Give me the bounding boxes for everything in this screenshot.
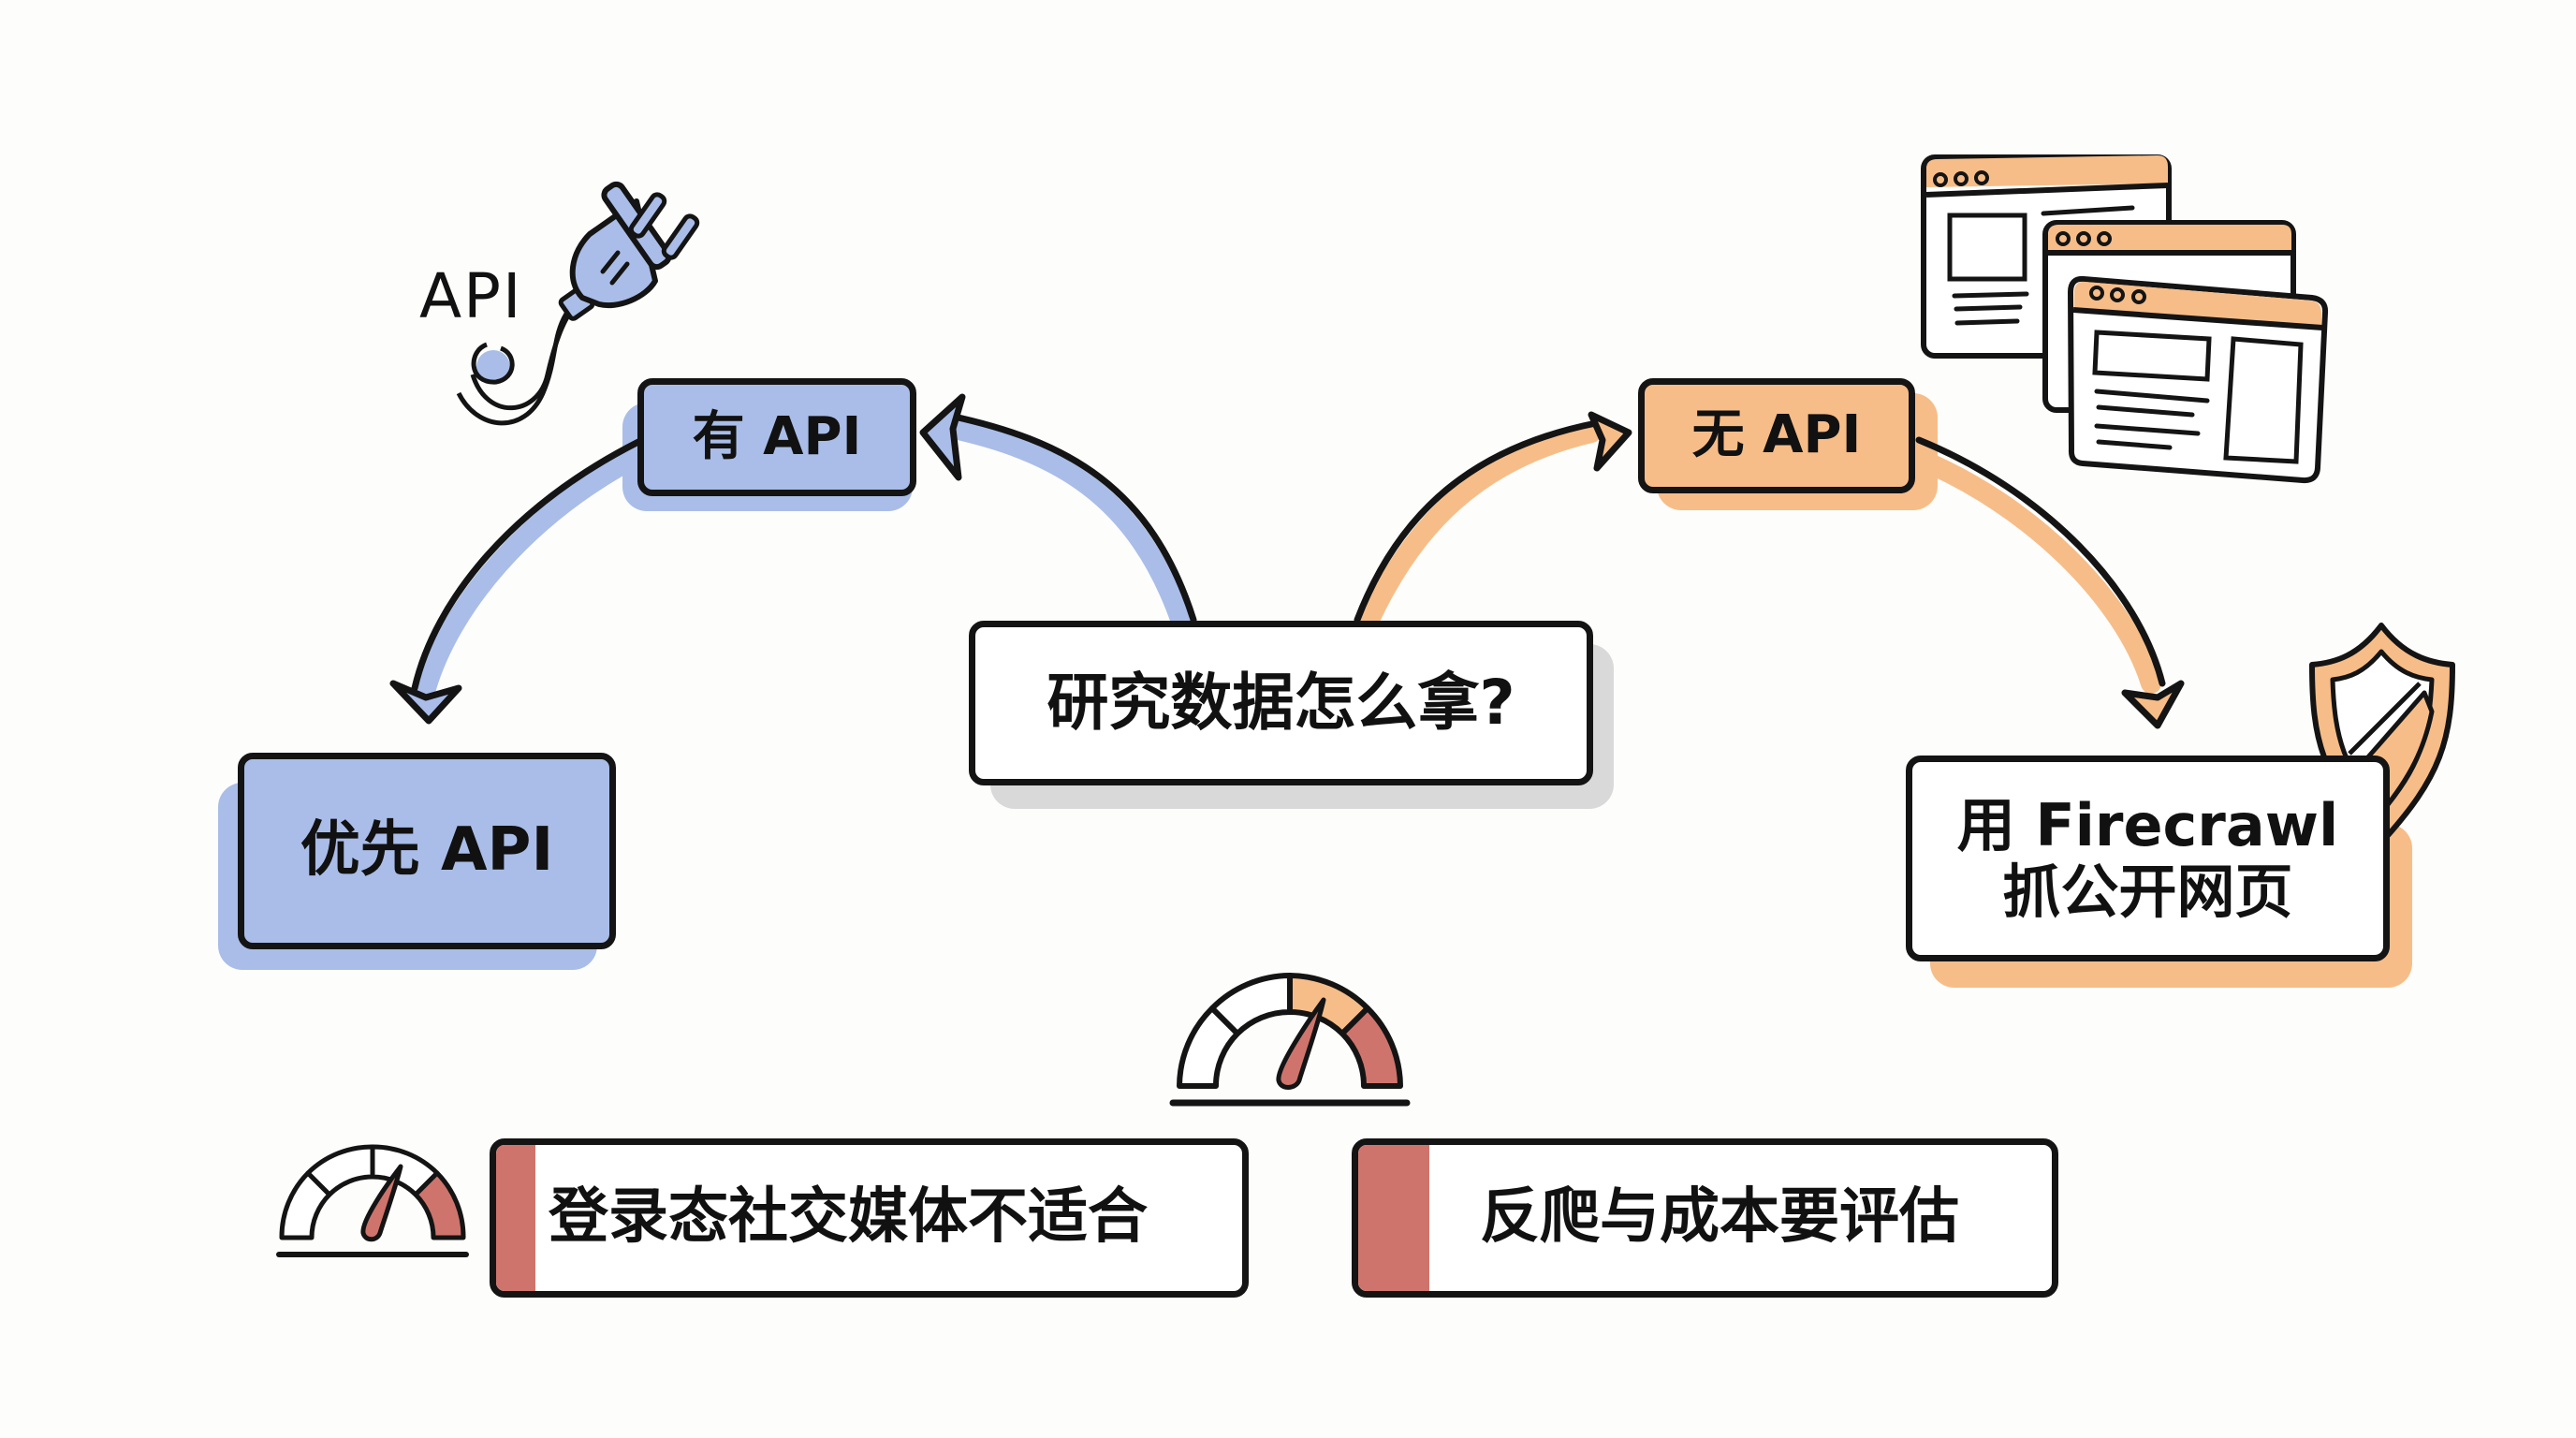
- arrow-to-firecrawl: [1909, 436, 2185, 729]
- arrow-to-prefer-api: [389, 438, 651, 725]
- caution-red-stripe: [1358, 1145, 1429, 1291]
- left-gauge-icon: [276, 1144, 469, 1257]
- plug-icon: [456, 181, 700, 426]
- caution-anti-scrape-label: 反爬与成本要评估: [1480, 1182, 1959, 1253]
- no-api-node[interactable]: 无 API: [1638, 378, 1915, 493]
- arrow-to-has-api: [919, 393, 1197, 632]
- api-icon-label: API: [419, 260, 523, 332]
- has-api-label: 有 API: [692, 405, 862, 467]
- caution-login-label: 登录态社交媒体不适合: [549, 1182, 1148, 1253]
- arrow-to-no-api: [1354, 411, 1632, 632]
- browser-window-front: [2067, 275, 2329, 484]
- question-label: 研究数据怎么拿?: [1046, 667, 1515, 740]
- prefer-api-label: 优先 API: [300, 815, 554, 886]
- browser-windows-icon: [1921, 154, 2329, 484]
- question-node[interactable]: 研究数据怎么拿?: [969, 621, 1593, 785]
- caution-login-social[interactable]: 登录态社交媒体不适合: [490, 1138, 1249, 1298]
- has-api-node[interactable]: 有 API: [637, 378, 916, 496]
- firecrawl-line1: 用 Firecrawl: [1956, 790, 2339, 859]
- firecrawl-line2: 抓公开网页: [2002, 858, 2293, 926]
- firecrawl-node[interactable]: 用 Firecrawl 抓公开网页: [1906, 756, 2390, 961]
- caution-red-stripe: [496, 1145, 535, 1291]
- prefer-api-node[interactable]: 优先 API: [238, 753, 616, 949]
- no-api-label: 无 API: [1691, 404, 1862, 466]
- center-gauge-icon: [1169, 973, 1411, 1107]
- caution-anti-scrape[interactable]: 反爬与成本要评估: [1352, 1138, 2058, 1298]
